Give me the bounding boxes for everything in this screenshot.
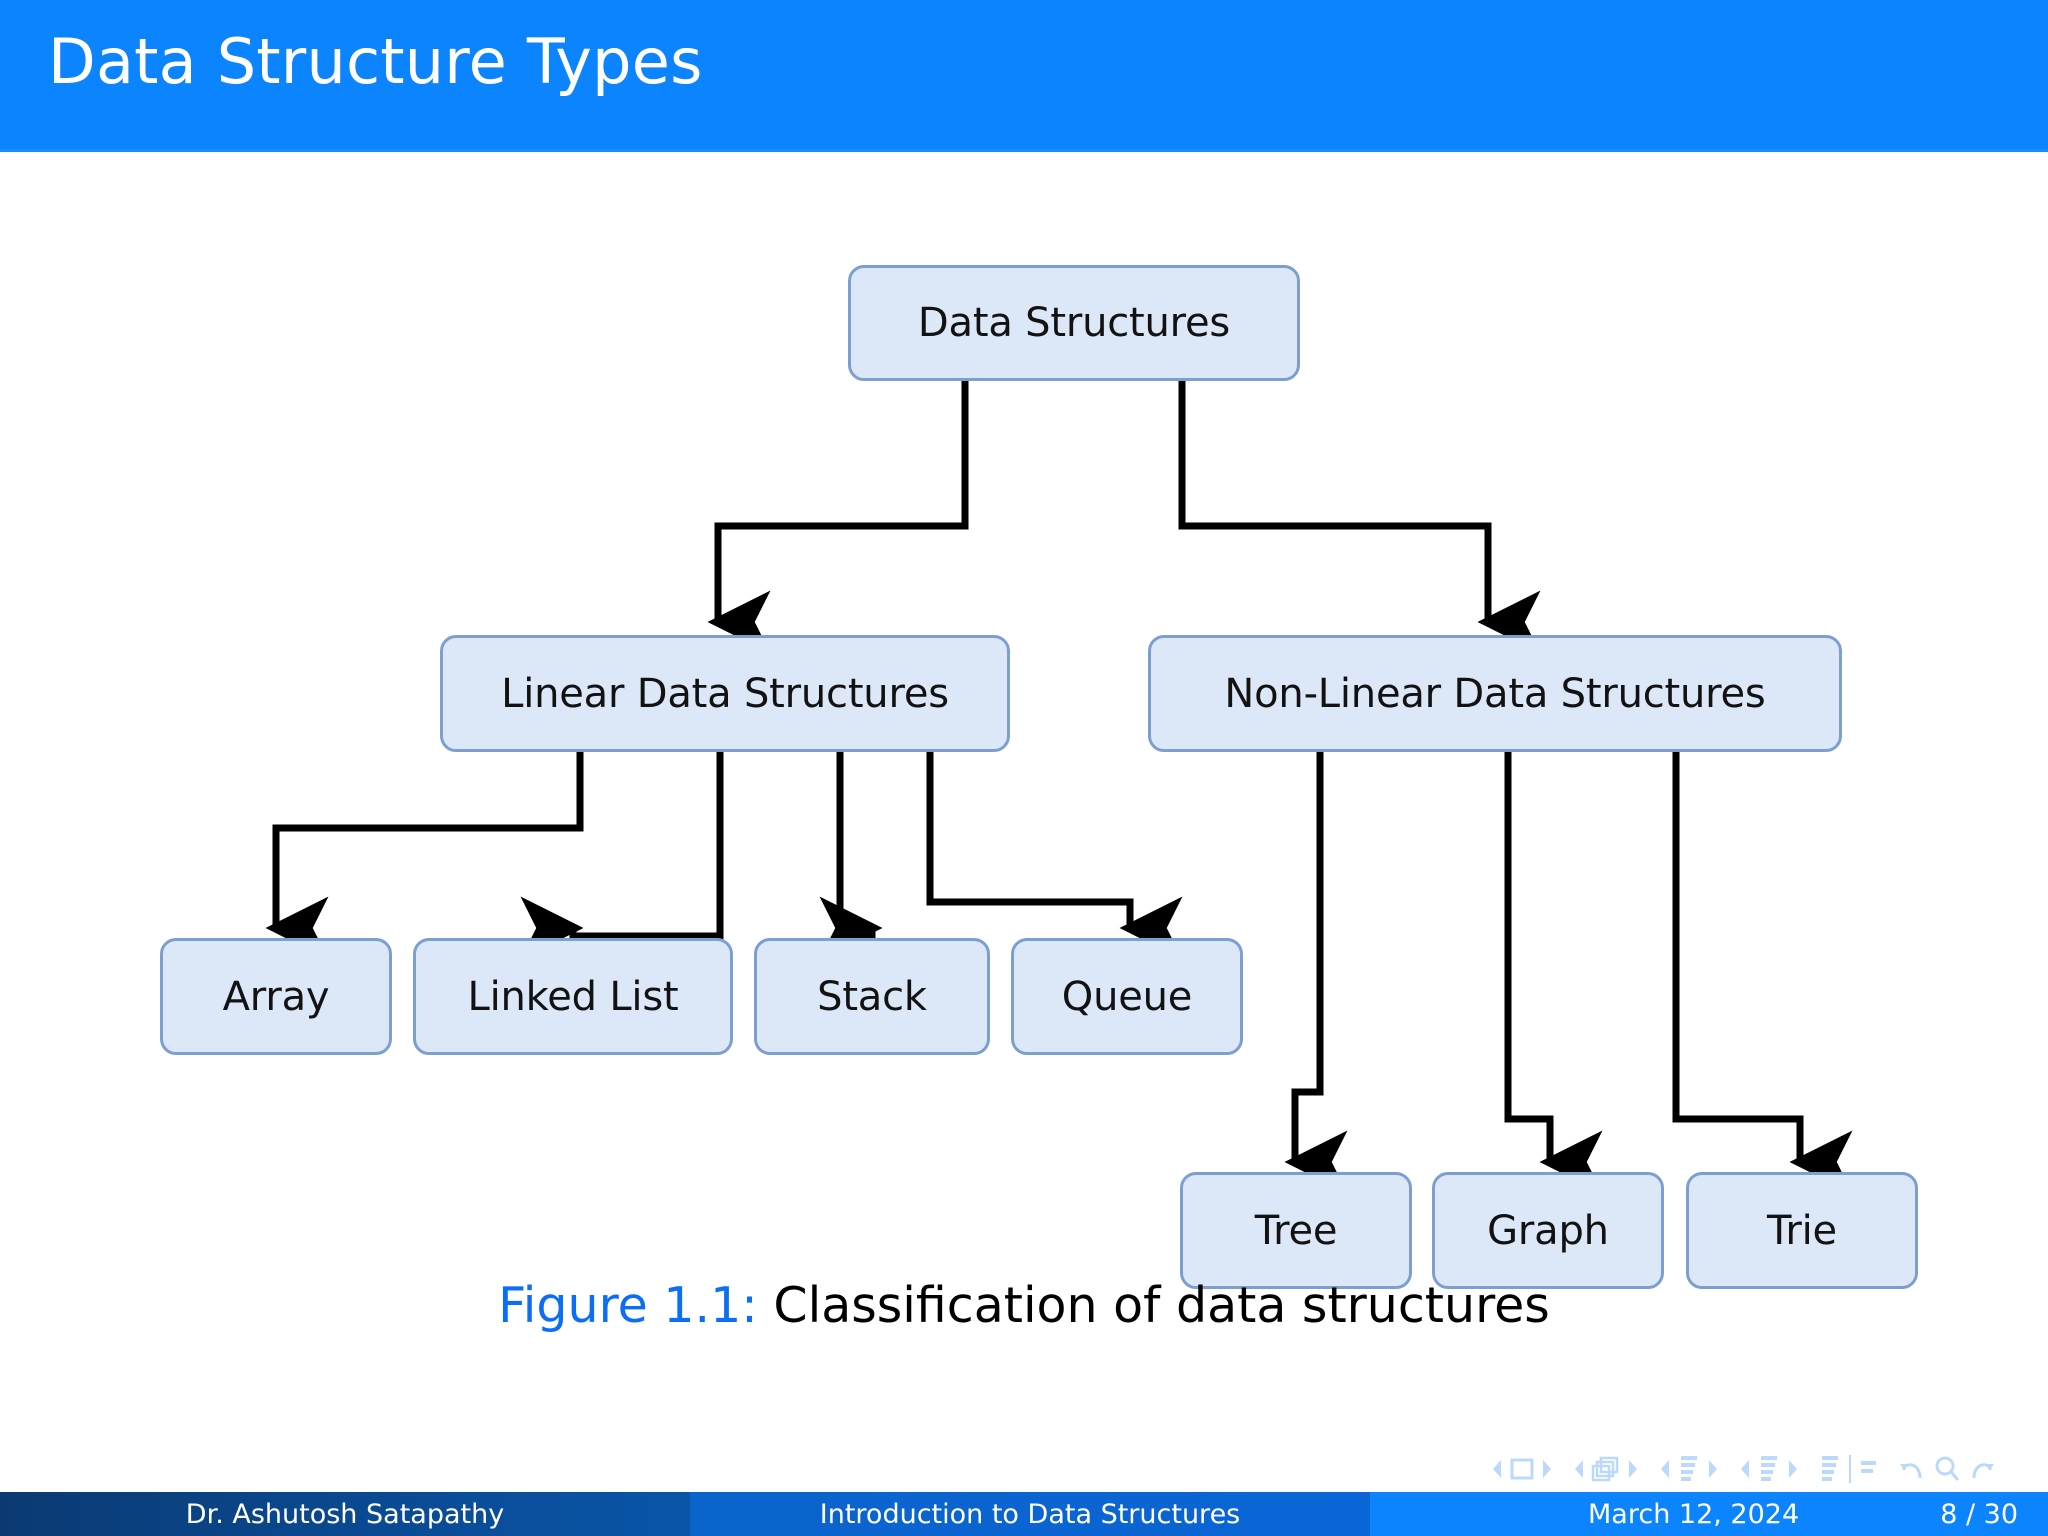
footer-date: March 12, 2024 [1588, 1498, 1800, 1530]
node-label: Graph [1487, 1207, 1609, 1254]
nav-divider-icon [1849, 1455, 1851, 1483]
subsection-prev-icon[interactable] [1658, 1458, 1672, 1480]
frame-current-icon[interactable] [1591, 1455, 1621, 1483]
slide-title-bar: Data Structure Types [0, 0, 2048, 152]
node-array[interactable]: Array [160, 938, 392, 1055]
node-tree[interactable]: Tree [1180, 1172, 1412, 1289]
edge-nonlinear-trie [1672, 752, 1853, 1194]
node-linked-list[interactable]: Linked List [413, 938, 733, 1055]
node-label: Data Structures [917, 300, 1231, 346]
node-label: Array [222, 973, 330, 1020]
node-data-structures[interactable]: Data Structures [848, 265, 1300, 381]
node-label: Linked List [467, 973, 679, 1020]
frame-prev-icon[interactable] [1572, 1458, 1586, 1480]
nav-group-frame[interactable] [1572, 1455, 1640, 1483]
nav-group-section[interactable] [1738, 1454, 1800, 1484]
slide-current-icon[interactable] [1509, 1456, 1535, 1482]
section-current-icon[interactable] [1757, 1454, 1781, 1484]
edge-nonlinear-graph [1504, 752, 1603, 1194]
edge-linear-array [265, 752, 584, 960]
doc-icon[interactable] [1818, 1454, 1842, 1484]
footer-page-number: 8 / 30 [1940, 1498, 2018, 1530]
figure-caption-label: Figure 1.1: [498, 1277, 758, 1334]
edge-root-nonlinear [1178, 381, 1541, 654]
node-label: Non-Linear Data Structures [1224, 670, 1766, 717]
subsection-current-icon[interactable] [1677, 1454, 1701, 1484]
slide-next-icon[interactable] [1540, 1458, 1554, 1480]
figure-caption-text: Classification of data structures [757, 1277, 1550, 1334]
node-queue[interactable]: Queue [1011, 938, 1243, 1055]
node-label: Tree [1254, 1207, 1338, 1254]
section-next-icon[interactable] [1786, 1458, 1800, 1480]
nav-group-history[interactable] [1898, 1454, 1996, 1484]
node-label: Linear Data Structures [501, 670, 949, 717]
edge-linear-stack [819, 752, 883, 960]
slide-footer: Dr. Ashutosh Satapathy Introduction to D… [0, 1492, 2048, 1536]
diagram-connectors [265, 381, 1853, 1194]
node-stack[interactable]: Stack [754, 938, 990, 1055]
figure-area: Data Structures Linear Data Structures N… [0, 152, 2048, 1334]
node-label: Stack [817, 973, 927, 1020]
node-linear-data-structures[interactable]: Linear Data Structures [440, 635, 1010, 752]
search-icon[interactable] [1933, 1454, 1961, 1484]
edge-linear-linkedlist [520, 752, 724, 960]
nav-group-slide[interactable] [1490, 1456, 1554, 1482]
slide-prev-icon[interactable] [1490, 1458, 1504, 1480]
footer-subject-label: Introduction to Data Structures [819, 1498, 1241, 1530]
section-prev-icon[interactable] [1738, 1458, 1752, 1480]
frame-next-icon[interactable] [1626, 1458, 1640, 1480]
figure-caption: Figure 1.1: Classification of data struc… [0, 1277, 2048, 1334]
node-graph[interactable]: Graph [1432, 1172, 1664, 1289]
toc-icon[interactable] [1858, 1458, 1880, 1480]
nav-group-subsection[interactable] [1658, 1454, 1720, 1484]
node-label: Trie [1767, 1207, 1837, 1254]
footer-right: March 12, 2024 8 / 30 [1370, 1492, 2048, 1536]
subsection-next-icon[interactable] [1706, 1458, 1720, 1480]
footer-author-label: Dr. Ashutosh Satapathy [185, 1498, 505, 1530]
node-label: Queue [1061, 973, 1193, 1020]
nav-group-document[interactable] [1818, 1454, 1880, 1484]
back-icon[interactable] [1898, 1454, 1928, 1484]
forward-icon[interactable] [1966, 1454, 1996, 1484]
title-bar-rule [0, 149, 2048, 152]
page-title: Data Structure Types [48, 25, 703, 98]
beamer-navigation-bar[interactable] [1490, 1446, 2014, 1492]
edge-root-linear [707, 381, 969, 654]
edge-nonlinear-tree [1284, 752, 1348, 1194]
footer-subject: Introduction to Data Structures [690, 1492, 1370, 1536]
node-trie[interactable]: Trie [1686, 1172, 1918, 1289]
edge-linear-queue [926, 752, 1183, 960]
node-non-linear-data-structures[interactable]: Non-Linear Data Structures [1148, 635, 1842, 752]
footer-author: Dr. Ashutosh Satapathy [0, 1492, 690, 1536]
